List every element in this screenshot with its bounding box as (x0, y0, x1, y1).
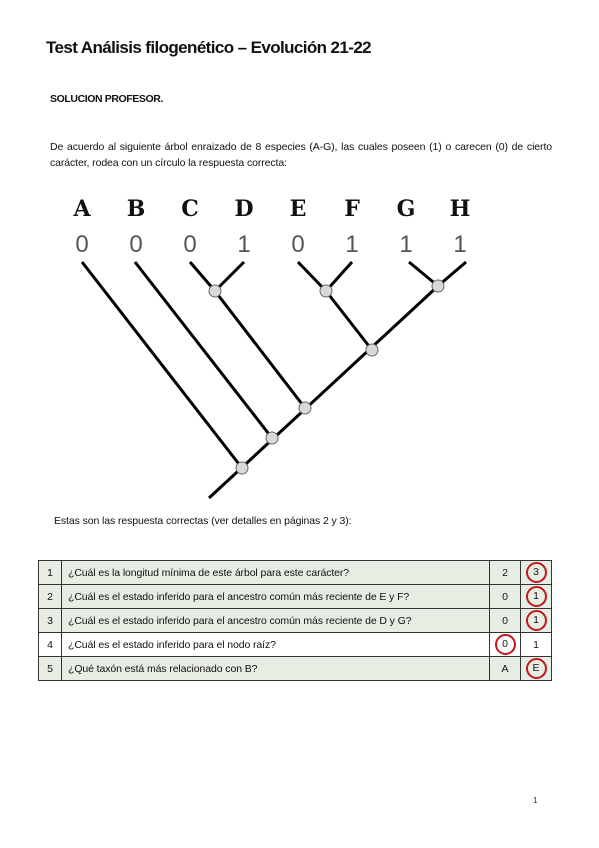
node-bcdefgh (265, 431, 279, 445)
question-text: ¿Cuál es el estado inferido para el ance… (61, 584, 490, 609)
branch-a (80, 261, 244, 469)
answer-option[interactable]: E (520, 656, 552, 681)
branch-d (213, 260, 246, 293)
answer-option[interactable]: 1 (520, 608, 552, 633)
answer-option[interactable]: A (489, 656, 521, 681)
answer-option[interactable]: 2 (489, 560, 521, 585)
question-row: 5¿Qué taxón está más relacionado con B?A… (38, 656, 552, 681)
question-number: 3 (38, 608, 62, 633)
selected-answer-circle: 1 (525, 586, 547, 607)
selected-answer-circle: 3 (525, 562, 547, 583)
document-title: Test Análisis filogenético – Evolución 2… (46, 38, 372, 57)
question-number: 1 (38, 560, 62, 585)
tree-branches (80, 260, 467, 500)
answer-option[interactable]: 3 (520, 560, 552, 585)
node-gh (431, 279, 445, 293)
question-row: 3¿Cuál es el estado inferido para el anc… (38, 608, 552, 633)
question-text: ¿Cuál es la longitud mínima de este árbo… (61, 560, 490, 585)
question-text: ¿Cuál es el estado inferido para el nodo… (61, 632, 490, 657)
question-row: 4¿Cuál es el estado inferido para el nod… (38, 632, 552, 657)
question-row: 1¿Cuál es la longitud mínima de este árb… (38, 560, 552, 585)
taxon-state-c: 0 (183, 231, 196, 258)
node-ef (319, 284, 333, 298)
trunk (207, 284, 440, 500)
question-number: 2 (38, 584, 62, 609)
taxon-state-h: 1 (453, 231, 466, 258)
question-row: 2¿Cuál es el estado inferido para el anc… (38, 584, 552, 609)
question-text: ¿Cuál es el estado inferido para el ance… (61, 608, 490, 633)
answers-note: Estas son las respuesta correctas (ver d… (54, 515, 352, 527)
taxon-state-f: 1 (345, 231, 358, 258)
taxon-label-a: A (72, 196, 91, 222)
taxon-state-e: 0 (291, 231, 304, 258)
node-cdefgh (298, 401, 312, 415)
answer-option[interactable]: 1 (520, 584, 552, 609)
node-cd (208, 284, 222, 298)
document-subtitle: SOLUCION PROFESOR. (50, 93, 163, 105)
question-number: 4 (38, 632, 62, 657)
tree-nodes (208, 279, 445, 475)
taxon-label-e: E (290, 196, 307, 222)
branch-ef (324, 290, 374, 351)
selected-answer-circle: E (525, 658, 547, 679)
answer-option[interactable]: 0 (489, 608, 521, 633)
answer-option[interactable]: 0 (489, 584, 521, 609)
taxon-label-c: C (181, 196, 199, 222)
questions-table: 1¿Cuál es la longitud mínima de este árb… (38, 560, 552, 681)
branch-b (133, 261, 274, 439)
taxon-label-d: D (234, 196, 253, 222)
taxon-label-h: H (450, 196, 471, 222)
taxon-state-b: 0 (129, 231, 142, 258)
taxon-state-g: 1 (399, 231, 412, 258)
taxon-label-b: B (127, 196, 146, 222)
page-number: 1 (533, 796, 538, 805)
intro-paragraph: De acuerdo al siguiente árbol enraizado … (50, 141, 552, 169)
branch-cd (213, 290, 307, 409)
selected-answer-circle: 0 (494, 634, 516, 655)
answer-option[interactable]: 1 (520, 632, 552, 657)
taxon-state-d: 1 (237, 231, 250, 258)
node-root (235, 461, 249, 475)
taxon-label-f: F (344, 196, 360, 222)
question-number: 5 (38, 656, 62, 681)
question-text: ¿Qué taxón está más relacionado con B? (61, 656, 490, 681)
branch-e (296, 260, 328, 293)
taxon-label-g: G (397, 196, 416, 222)
taxon-state-a: 0 (75, 231, 88, 258)
phylogenetic-tree: A B C D E F G H 0 0 0 1 0 1 1 1 (72, 196, 471, 500)
answer-option[interactable]: 0 (489, 632, 521, 657)
selected-answer-circle: 1 (525, 610, 547, 631)
node-efgh (365, 343, 379, 357)
